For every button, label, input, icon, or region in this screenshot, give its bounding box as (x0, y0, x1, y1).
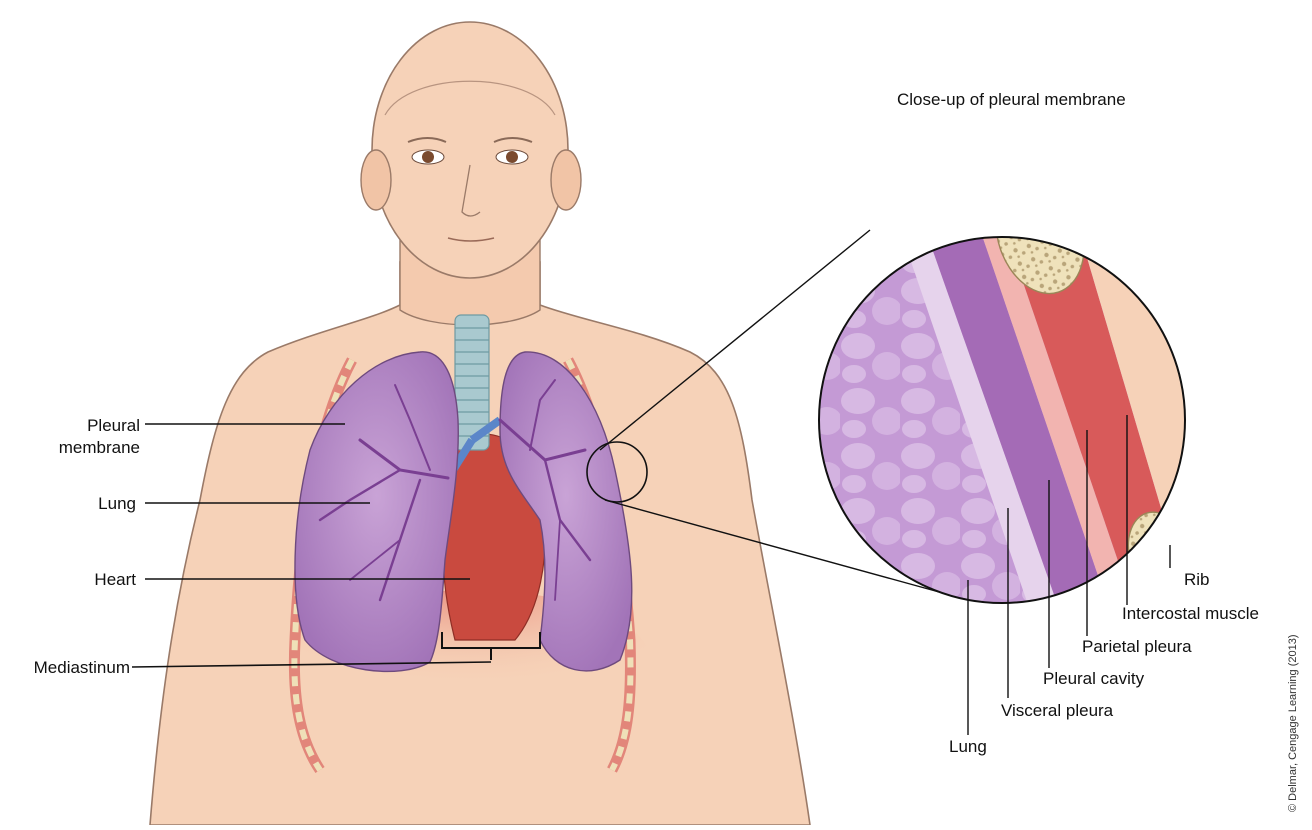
label-lung: Lung (40, 494, 136, 514)
right-ear (551, 150, 581, 210)
closeup-title: Close-up of pleural membrane (897, 90, 1126, 110)
label-rib: Rib (1184, 570, 1210, 590)
label-pleural-cavity: Pleural cavity (1043, 669, 1144, 689)
label-parietal-pleura: Parietal pleura (1082, 637, 1192, 657)
label-heart: Heart (40, 570, 136, 590)
head (372, 22, 568, 278)
copyright-credit: © Delmar, Cengage Learning (2013) (1287, 635, 1299, 813)
label-visceral-pleura: Visceral pleura (1001, 701, 1113, 721)
label-mediastinum: Mediastinum (0, 658, 130, 678)
label-closeup-lung: Lung (949, 737, 987, 757)
label-pleural-membrane-line2: membrane (20, 438, 140, 458)
left-ear (361, 150, 391, 210)
label-pleural-membrane-line1: Pleural (60, 416, 140, 436)
label-intercostal-muscle: Intercostal muscle (1122, 604, 1259, 624)
